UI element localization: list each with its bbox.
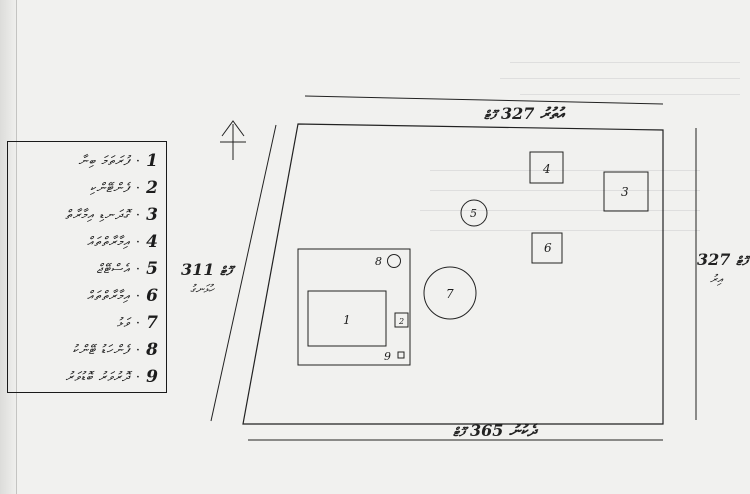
feature-label-7: 7: [446, 287, 454, 301]
legend-item: ގޮދަނޑި އިމާރާތް · 3: [65, 205, 158, 225]
feature-label-4: 4: [542, 162, 551, 176]
legend-item-number: 4: [146, 232, 158, 252]
faint-text-line: [430, 190, 700, 191]
legend-item: ވަޅު · 7: [116, 313, 158, 333]
feature-label-1: 1: [343, 313, 351, 327]
legend-item-number: 6: [146, 286, 158, 306]
legend-item-text: ފެންހަޑު ޓޭންކު: [72, 342, 130, 358]
feature-label-6: 6: [544, 241, 552, 255]
feature-label-3: 3: [621, 185, 629, 199]
door-marker: [397, 351, 405, 359]
building-4: [529, 151, 564, 184]
top-road-label: އުތުރު 327 ފޫޓް: [484, 104, 564, 124]
legend-item-number: 1: [146, 151, 158, 171]
faint-text-line: [430, 230, 700, 231]
legend-item-text: ދޮރުވަރު ބޮޑުވަރު: [65, 369, 130, 385]
stage-circle: [460, 199, 488, 227]
legend-item-text: ގޮދަނޑި އިމާރާތް: [65, 207, 130, 223]
legend-item: އިމާރާތްތައް · 4: [87, 232, 158, 252]
legend-item: އެސްޓޭޖް · 5: [96, 259, 159, 279]
legend-item-text: ފުރަތަމަ ބިނާ: [78, 153, 130, 169]
building-6: [531, 232, 563, 264]
top-road-name: އުތުރު: [539, 104, 564, 123]
right-road-unit: ފޫޓް: [735, 254, 748, 268]
left-road-label: 311 ފޫޓް: [181, 260, 231, 279]
legend-item-number: 8: [146, 340, 158, 360]
bottom-road-label: ދެކުނު 365 ފޫޓް: [453, 421, 536, 441]
legend-item-text: އިމާރާތްތައް: [87, 288, 130, 304]
legend-item-text: ފެންޓޭންކި: [89, 180, 130, 196]
bottom-road-unit: ފޫޓް: [453, 425, 465, 439]
legend-item-number: 2: [146, 178, 158, 198]
legend-item-text: އެސްޓޭޖް: [96, 261, 130, 277]
legend-item: އިމާރާތްތައް · 6: [87, 286, 158, 306]
tank-circle: [387, 254, 401, 268]
top-road-unit: ފޫޓް: [484, 108, 496, 122]
legend-item: ދޮރުވަރު ބޮޑުވަރު · 9: [65, 367, 158, 387]
left-road-name: ހުޅަނގު: [190, 282, 214, 296]
page-edge: [0, 0, 17, 494]
building-enclosure: [297, 248, 411, 366]
bottom-road-number: 365: [469, 421, 504, 440]
legend-item-text: ވަޅު: [116, 315, 130, 331]
well-circle: [423, 266, 477, 320]
right-road-name: އިރު: [710, 272, 723, 286]
feature-label-8: 8: [375, 255, 382, 268]
water-tank-box: [394, 312, 409, 328]
legend-box: ފުރަތަމަ ބިނާ · 1 ފެންޓޭންކި · 2 ގޮދަނޑި…: [7, 141, 167, 393]
feature-label-5: 5: [470, 207, 477, 220]
top-road-number: 327: [500, 104, 535, 123]
faint-text-line: [500, 78, 740, 79]
legend-item: ފުރަތަމަ ބިނާ · 1: [78, 151, 158, 171]
right-road-number: 327: [697, 250, 731, 269]
left-road-number: 311: [181, 260, 215, 279]
legend-item-number: 3: [146, 205, 158, 225]
building-3: [603, 171, 649, 212]
right-road-label: 327 ފޫޓް: [697, 250, 747, 269]
faint-text-line: [520, 94, 740, 95]
left-road-unit: ފޫޓް: [219, 264, 232, 278]
legend-item-text: އިމާރާތްތައް: [87, 234, 130, 250]
plot-boundary: [242, 123, 664, 425]
north-arrow-icon: [220, 120, 246, 160]
faint-text-line: [430, 170, 700, 171]
legend-item-number: 7: [146, 313, 158, 333]
feature-label-2: 2: [398, 317, 404, 326]
faint-text-line: [420, 210, 700, 211]
legend-item-number: 5: [146, 259, 158, 279]
faint-text-line: [510, 62, 740, 63]
legend-item: ފެންޓޭންކި · 2: [89, 178, 158, 198]
left-road-line: [210, 124, 277, 422]
legend-item-number: 9: [146, 367, 158, 387]
main-building: [307, 290, 387, 347]
top-road-line: [304, 95, 664, 105]
feature-label-9: 9: [384, 350, 391, 363]
legend-item: ފެންހަޑު ޓޭންކު · 8: [72, 340, 158, 360]
bottom-road-name: ދެކުނު: [508, 421, 536, 440]
